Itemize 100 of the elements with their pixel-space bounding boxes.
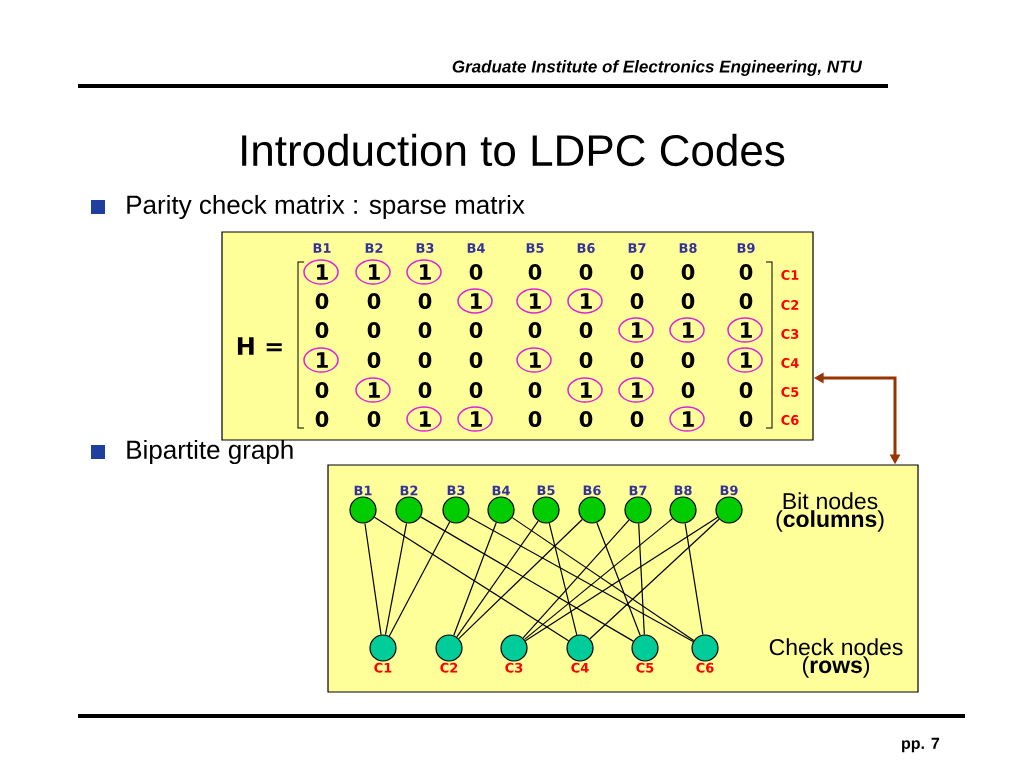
row-label: C1 (781, 270, 799, 280)
bit-node: B9 (715, 485, 743, 524)
matrix-entry: 1 (741, 322, 752, 338)
matrix-entry: 1 (420, 264, 431, 280)
column-label: B1 (313, 243, 331, 253)
column-label: B6 (577, 243, 595, 253)
node-label: B6 (583, 485, 601, 496)
connector-line (420, 516, 634, 642)
node-label: B1 (354, 485, 372, 496)
matrix-entry: 0 (367, 411, 381, 427)
title: Introduction to LDPC Codes (242, 133, 785, 167)
page-number: pp. 7 (902, 737, 940, 753)
connector-line (638, 523, 645, 636)
matrix-entry: 0 (367, 352, 381, 368)
matrix-entry: 0 (469, 264, 483, 280)
connector-line (458, 518, 583, 640)
matrix-entry: 0 (579, 264, 593, 280)
row-label: C5 (781, 387, 799, 397)
matrix-entry: 1 (632, 322, 643, 338)
matrix-entry: 1 (581, 382, 592, 398)
node-label: C6 (696, 662, 714, 673)
matrix-entry: 0 (418, 322, 432, 338)
matrix-entry: 0 (469, 382, 483, 398)
connector-line (523, 518, 674, 640)
bit-node: B5 (532, 485, 560, 524)
bit-node: B3 (442, 485, 470, 524)
matrix-entry: 1 (317, 352, 328, 368)
bit-node: B2 (395, 485, 423, 524)
connector-line (511, 517, 695, 641)
bullet-text: Parity check matrix : sparse matrix (127, 194, 525, 220)
node-label: B8 (674, 485, 692, 496)
matrix-entry: 0 (579, 322, 593, 338)
matrix-entry: 0 (315, 411, 329, 427)
matrix-entry: 0 (418, 293, 432, 309)
bit-node: B6 (578, 485, 606, 524)
matrix-entry: 0 (469, 322, 483, 338)
column-label: B4 (467, 243, 485, 253)
column-label: B7 (628, 243, 646, 253)
matrix-entry: 1 (683, 411, 694, 427)
matrix-entry: 0 (315, 322, 329, 338)
matrix-entry: 0 (528, 411, 542, 427)
matrix-entry: 1 (632, 382, 643, 398)
matrix-entry: 0 (681, 382, 695, 398)
matrix-entry: 0 (681, 293, 695, 309)
matrix-entry: 1 (471, 411, 482, 427)
row-label: C4 (781, 358, 799, 368)
matrix-entry: 0 (630, 264, 644, 280)
row-label: C6 (781, 415, 799, 425)
connector-line (456, 520, 539, 638)
column-label: B3 (416, 243, 434, 253)
connector-line (589, 518, 720, 640)
matrix-entry: 0 (681, 264, 695, 280)
column-label: B9 (737, 243, 755, 253)
matrix-entry: 0 (739, 293, 753, 309)
matrix-entry: 0 (681, 352, 695, 368)
matrix-entry: 1 (420, 411, 431, 427)
column-label: B8 (679, 243, 697, 253)
connector-line (453, 522, 497, 636)
matrix-entry: 0 (739, 382, 753, 398)
header-text: Graduate Institute of Electronics Engineering, NTU (452, 60, 863, 76)
column-label: B5 (526, 243, 544, 253)
check-node: C2 (435, 634, 463, 673)
check-node: C1 (369, 634, 397, 673)
node-label: C1 (374, 662, 392, 673)
connector-line (373, 516, 570, 642)
connector-line (548, 522, 578, 636)
check-node: C6 (691, 634, 719, 673)
connector-line (524, 516, 719, 642)
matrix-entry: 0 (367, 293, 381, 309)
row-label: C2 (781, 300, 799, 310)
node-label: B3 (447, 485, 465, 496)
matrix-entry: 0 (418, 382, 432, 398)
node-label: B2 (400, 485, 418, 496)
matrix-name: H = (237, 337, 282, 355)
connector-line (384, 522, 408, 636)
connector-line (684, 522, 704, 636)
bit-node: B1 (349, 485, 377, 524)
connector-line (364, 522, 382, 636)
node-label: B5 (537, 485, 555, 496)
matrix-entry: 0 (315, 382, 329, 398)
matrix-entry: 0 (315, 293, 329, 309)
matrix-entry: 0 (579, 411, 593, 427)
matrix-entry: 0 (630, 352, 644, 368)
matrix-entry: 1 (471, 293, 482, 309)
column-label: B2 (365, 243, 383, 253)
matrix-entry: 1 (581, 293, 592, 309)
check-node: C4 (566, 634, 594, 673)
bit-node: B8 (669, 485, 697, 524)
matrix-entry: 0 (630, 411, 644, 427)
matrix-entry: 0 (528, 322, 542, 338)
matrix-entry: 1 (369, 382, 380, 398)
connector-line (388, 521, 451, 637)
matrix-entry: 1 (741, 352, 752, 368)
node-label: C5 (636, 662, 654, 673)
matrix-entry: 0 (367, 322, 381, 338)
connector-line (522, 519, 630, 639)
graph-panel (327, 464, 919, 693)
node-label: C2 (440, 662, 458, 673)
matrix-entry: 0 (528, 264, 542, 280)
node-label: B9 (720, 485, 738, 496)
